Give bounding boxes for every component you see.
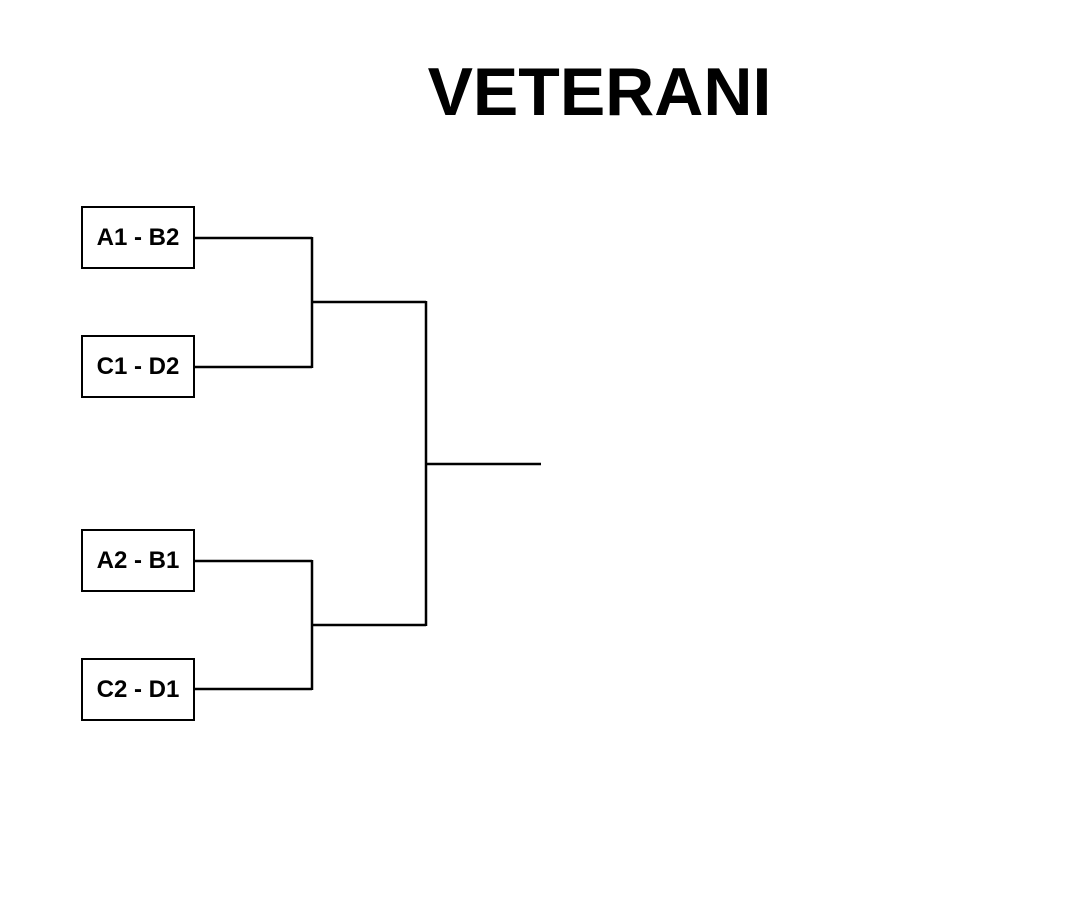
match-box-4: C2 - D1 [81, 658, 195, 721]
bracket-title: VETERANI [427, 54, 772, 130]
match-box-3: A2 - B1 [81, 529, 195, 592]
match-box-2: C1 - D2 [81, 335, 195, 398]
match-box-1: A1 - B2 [81, 206, 195, 269]
